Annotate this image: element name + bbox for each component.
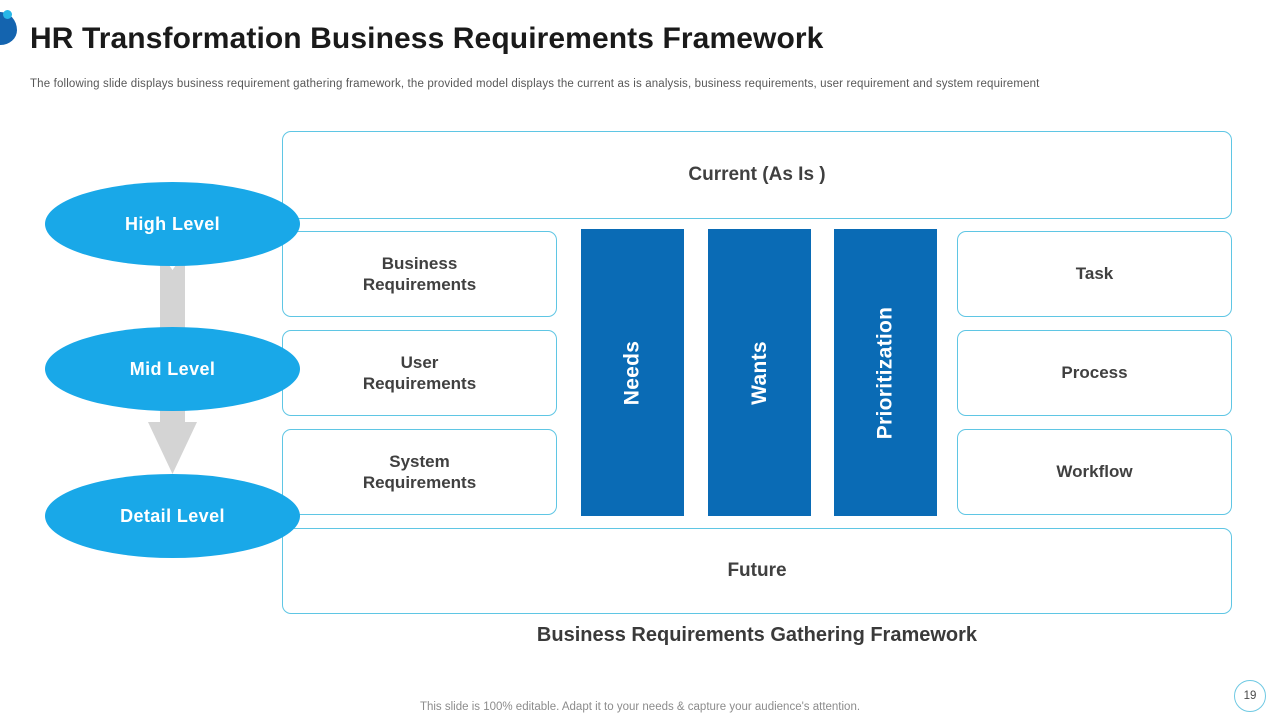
output-box-process: Process <box>957 330 1232 416</box>
level-ellipse-detail: Detail Level <box>45 474 300 558</box>
requirement-line-2: Requirements <box>362 473 477 492</box>
requirement-line-2: Requirements <box>362 374 477 393</box>
level-ellipse-high: High Level <box>45 182 300 266</box>
requirement-line-1: Business <box>381 253 458 273</box>
requirement-line-1: System <box>389 451 450 471</box>
pillar-needs: Needs <box>581 229 684 516</box>
pillar-label: Needs <box>620 340 644 405</box>
requirement-box-business: Business Requirements <box>282 231 557 317</box>
diagram-caption: Business Requirements Gathering Framewor… <box>536 624 978 646</box>
level-ellipse-mid: Mid Level <box>45 327 300 411</box>
output-box-workflow: Workflow <box>957 429 1232 515</box>
page-title: HR Transformation Business Requirements … <box>30 22 824 55</box>
requirement-box-user: User Requirements <box>282 330 557 416</box>
brand-blob-icon <box>0 12 17 45</box>
band-future: Future <box>282 528 1232 614</box>
page-number-badge: 19 <box>1234 680 1266 712</box>
brand-logo <box>0 6 20 48</box>
output-box-task: Task <box>957 231 1232 317</box>
pillar-label: Prioritization <box>873 306 897 439</box>
requirement-box-system: System Requirements <box>282 429 557 515</box>
pillar-label: Wants <box>747 340 771 405</box>
page-subtitle: The following slide displays business re… <box>30 78 1040 90</box>
requirement-line-1: User <box>400 352 439 372</box>
pillar-prioritization: Prioritization <box>834 229 937 516</box>
band-current: Current (As Is ) <box>282 131 1232 219</box>
footer-note: This slide is 100% editable. Adapt it to… <box>419 701 861 713</box>
brand-dot-icon <box>3 10 12 19</box>
requirement-line-2: Requirements <box>362 275 477 294</box>
pillar-wants: Wants <box>708 229 811 516</box>
